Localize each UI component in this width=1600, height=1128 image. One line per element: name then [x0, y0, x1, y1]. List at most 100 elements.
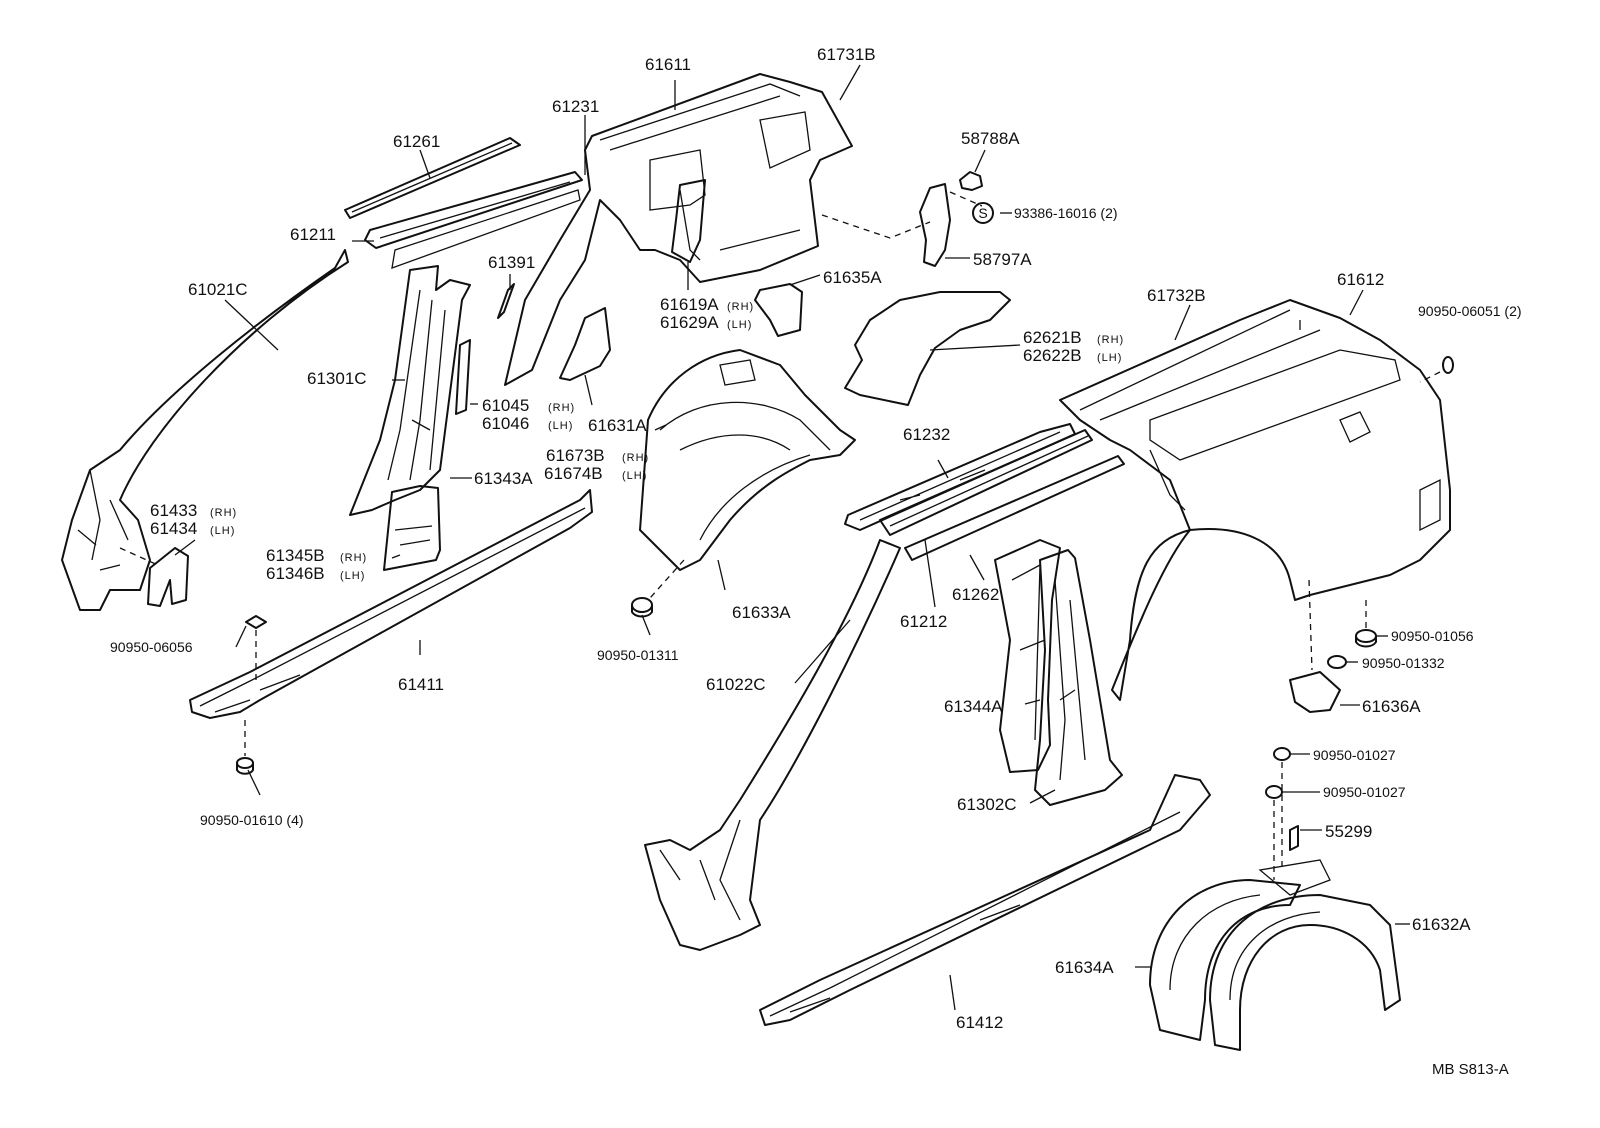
label-61232: 61232 [903, 425, 950, 444]
label-61262: 61262 [952, 585, 999, 604]
label-62622b: 62622B [1023, 346, 1082, 365]
part-58797a-bracket[interactable] [919, 183, 951, 267]
part-61636a-bracket[interactable] [1289, 671, 1341, 713]
label-61231: 61231 [552, 97, 599, 116]
label-61412: 61412 [956, 1013, 1003, 1032]
part-61212-roof-rail-inner[interactable] [879, 429, 1093, 536]
part-61611-quarter-inner[interactable] [504, 73, 853, 386]
label-90950-06051: 90950-06051 (2) [1418, 303, 1522, 319]
label-61022c: 61022C [706, 675, 766, 694]
label-61343a: 61343A [474, 469, 533, 488]
part-61302c-center-pillar[interactable] [1034, 549, 1123, 806]
label-61635a: 61635A [823, 268, 882, 287]
label-61674b: 61674B [544, 464, 603, 483]
part-62621b-silencer[interactable] [844, 291, 1011, 406]
label-62622b-side: (LH) [1097, 352, 1122, 364]
label-61045-side: (RH) [548, 402, 575, 414]
part-61232-roof-rail[interactable] [844, 423, 1076, 531]
part-90950-06051-plug[interactable] [1442, 356, 1454, 374]
part-61632a-wheelhouse-outer[interactable] [1209, 859, 1401, 1051]
part-55299-clip[interactable] [1289, 825, 1299, 851]
part-61261-roof-rail[interactable] [344, 137, 521, 219]
label-90950-06056: 90950-06056 [110, 639, 193, 655]
part-90950-01027-plug-lower[interactable] [1265, 785, 1283, 799]
label-61619a-side: (RH) [727, 301, 754, 313]
label-90950-01311: 90950-01311 [597, 647, 679, 663]
dashed-leader [649, 559, 685, 599]
label-61611: 61611 [645, 55, 691, 74]
label-61674b-side: (LH) [622, 470, 647, 482]
screw-symbol: S [978, 205, 987, 221]
label-61673b-side: (RH) [622, 452, 649, 464]
dashed-leader [1308, 579, 1367, 671]
part-61344a-pillar-reinforcement[interactable] [994, 539, 1061, 773]
label-61434-side: (LH) [210, 525, 235, 537]
part-90950-01332-plug[interactable] [1327, 655, 1347, 669]
label-90950-01056: 90950-01056 [1391, 628, 1474, 644]
label-61261: 61261 [393, 132, 440, 151]
label-90950-01027-lower: 90950-01027 [1323, 784, 1406, 800]
part-90950-01610-plug[interactable] [236, 757, 254, 775]
dashed-leader [1273, 762, 1283, 880]
part-90950-01311-plug[interactable] [631, 597, 653, 618]
part-61631a-wheelhouse[interactable] [639, 349, 856, 571]
part-61412-rocker-panel[interactable] [759, 774, 1211, 1026]
label-61345b-side: (RH) [340, 552, 367, 564]
part-61022c-front-pillar[interactable] [644, 539, 901, 951]
leader-lines [174, 64, 1410, 1011]
label-61021c: 61021C [188, 280, 248, 299]
part-61673b-extension[interactable] [559, 307, 611, 381]
label-90950-01332: 90950-01332 [1362, 655, 1445, 671]
part-61619a-bracket[interactable] [671, 179, 706, 263]
part-90950-01027-plug-upper[interactable] [1273, 747, 1291, 761]
part-61021c-front-pillar[interactable] [61, 249, 349, 611]
label-61732b: 61732B [1147, 286, 1206, 305]
label-61631a: 61631A [588, 416, 647, 435]
dashed-leader [1419, 371, 1441, 383]
label-61636a: 61636A [1362, 697, 1421, 716]
label-61411: 61411 [398, 675, 444, 694]
label-61046: 61046 [482, 414, 529, 433]
part-93386-screw[interactable]: S [972, 202, 994, 224]
label-90950-01027-upper: 90950-01027 [1313, 747, 1396, 763]
label-61302c: 61302C [957, 795, 1017, 814]
label-61619a: 61619A [660, 295, 719, 314]
label-61346b-side: (LH) [340, 570, 365, 582]
label-61433: 61433 [150, 501, 197, 520]
part-90950-06056-plug[interactable] [245, 615, 267, 629]
diagram-code: MB S813-A [1432, 1061, 1509, 1078]
label-61731b: 61731B [817, 45, 876, 64]
dashed-leader [821, 191, 983, 239]
label-62621b-side: (RH) [1097, 334, 1124, 346]
part-61411-rocker-panel[interactable] [189, 489, 593, 719]
part-61211-roof-rail-inner[interactable] [364, 171, 583, 269]
label-61633a: 61633A [732, 603, 791, 622]
part-61262-roof-rail-trim[interactable] [904, 455, 1125, 561]
label-61632a: 61632A [1412, 915, 1471, 934]
label-61391: 61391 [488, 253, 535, 272]
label-62621b: 62621B [1023, 328, 1082, 347]
label-61344a: 61344A [944, 697, 1003, 716]
label-61212: 61212 [900, 612, 947, 631]
part-61391-clip[interactable] [497, 283, 515, 319]
label-61434: 61434 [150, 519, 197, 538]
part-61635a-bracket[interactable] [754, 283, 803, 337]
label-61211: 61211 [290, 225, 336, 244]
part-labels: 61611 61731B 61231 61261 61211 61021C 61… [110, 45, 1522, 1078]
label-61045: 61045 [482, 396, 529, 415]
label-61673b: 61673B [546, 446, 605, 465]
label-55299: 55299 [1325, 822, 1372, 841]
part-61045-reinforcement[interactable] [455, 339, 471, 415]
part-58788a-clip[interactable] [959, 171, 983, 191]
part-61634a-wheelhouse-inner[interactable] [1149, 879, 1301, 1041]
label-61629a: 61629A [660, 313, 719, 332]
label-58797a: 58797A [973, 250, 1032, 269]
part-61345b-lower-pillar[interactable] [383, 485, 441, 571]
part-61612-quarter-panel[interactable] [1059, 299, 1451, 701]
part-90950-01056-plug[interactable] [1355, 629, 1377, 648]
label-58788a: 58788A [961, 129, 1020, 148]
part-61433-bracket[interactable] [147, 547, 189, 607]
dashed-leader [119, 547, 161, 567]
part-61301c-center-pillar[interactable] [349, 265, 471, 516]
